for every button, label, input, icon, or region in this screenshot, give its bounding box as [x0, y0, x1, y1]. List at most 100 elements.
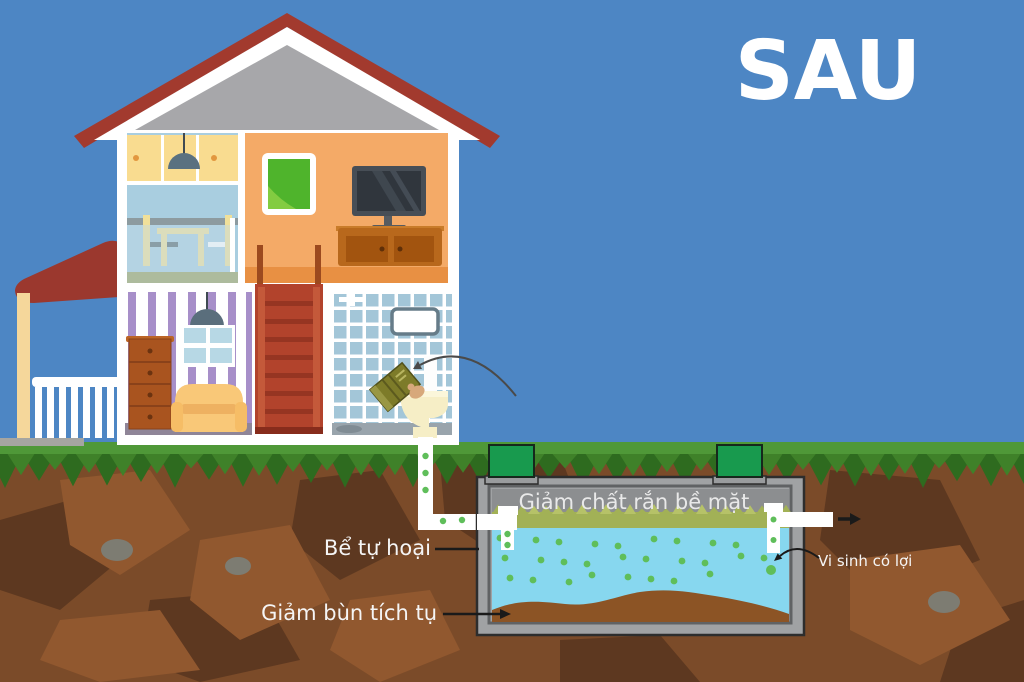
- house: [0, 13, 517, 446]
- decorative-shape: [39, 450, 71, 470]
- microbe-dot: [647, 575, 655, 583]
- cabinet-knob: [133, 155, 139, 161]
- scum-layer: [492, 512, 789, 530]
- tank-inner-border: [487, 484, 793, 625]
- decorative-shape: [379, 450, 411, 476]
- decorative-shape: [612, 507, 624, 514]
- decorative-shape: [549, 450, 581, 469]
- pouring-hand: [407, 383, 425, 399]
- attic-interior: [135, 45, 439, 130]
- decorative-shape: [516, 504, 528, 514]
- decorative-shape: [648, 504, 660, 514]
- microbe-dot: [624, 573, 632, 581]
- decorative-shape: [5, 450, 37, 476]
- microbe-dot: [760, 554, 768, 562]
- bathroom-room: [332, 292, 517, 438]
- treatment-packet: [368, 361, 422, 413]
- decorative-shape: [668, 453, 702, 487]
- rock: [928, 591, 960, 613]
- decorative-shape: [855, 450, 887, 476]
- inlet-pipe-tee: [477, 506, 518, 550]
- porch-step: [0, 438, 84, 446]
- sludge-arrow: [443, 609, 511, 619]
- ladder-door: [255, 284, 323, 434]
- ladder-rail: [257, 245, 263, 292]
- decorative-shape: [583, 450, 615, 475]
- decorative-shape: [141, 450, 173, 474]
- living-room-floor: [245, 267, 448, 283]
- decorative-shape: [624, 504, 636, 514]
- decorative-shape: [588, 507, 600, 514]
- towel-rail: [339, 292, 366, 306]
- rocks: [101, 539, 960, 613]
- microbe-dot: [583, 560, 591, 568]
- wall-picture: [262, 153, 316, 215]
- tank-lid-left: [488, 444, 535, 478]
- kitchen-floor: [127, 272, 238, 283]
- rock: [101, 539, 133, 561]
- porch-pillar: [17, 293, 30, 439]
- decorative-shape: [685, 450, 717, 471]
- microbe-dot: [642, 555, 650, 563]
- microbe-dot: [678, 557, 686, 565]
- decorative-shape: [660, 508, 672, 514]
- microbe-dot: [560, 558, 568, 566]
- toilet: [401, 356, 448, 438]
- tank-lid-right: [716, 444, 763, 478]
- microbe-dot: [614, 542, 622, 550]
- scum-spikes: [492, 504, 792, 514]
- outflow-arrow: [838, 513, 861, 525]
- porch-railing: [32, 377, 121, 438]
- decorative-shape: [243, 450, 275, 476]
- decorative-shape: [73, 450, 105, 473]
- decorative-shape: [552, 505, 564, 514]
- decorative-shape: [600, 504, 612, 514]
- armchair: [171, 384, 247, 432]
- porch: [0, 240, 121, 446]
- decorative-shape: [906, 453, 940, 488]
- decorative-shape: [696, 504, 708, 514]
- microbe-dot: [529, 576, 537, 584]
- microbe-dot: [532, 536, 540, 544]
- decorative-shape: [957, 450, 989, 475]
- chair-rail: [127, 218, 238, 225]
- microbe-dot: [619, 553, 627, 561]
- outlet-pipe-tee: [764, 503, 833, 553]
- kitchen-lamp-cord: [183, 133, 185, 155]
- microbes-arrow: [774, 548, 820, 561]
- decorative-shape: [636, 508, 648, 514]
- microbe-dot: [565, 578, 573, 586]
- tv-cabinet: [336, 226, 444, 266]
- decorative-shape: [540, 505, 552, 514]
- microbe-dot: [537, 556, 545, 564]
- decorative-shape: [107, 450, 139, 476]
- microbe-dot: [650, 535, 658, 543]
- label-septic-tank: Bể tự hoại: [324, 536, 431, 560]
- decorative-shape: [651, 450, 683, 472]
- decorative-shape: [447, 450, 479, 473]
- microbe-dot: [701, 559, 709, 567]
- cabinet-knob: [211, 155, 217, 161]
- bedroom-pendant-lamp: [190, 309, 224, 326]
- kitchen-pendant-lamp: [168, 153, 200, 169]
- highlighted-microbe: [766, 565, 776, 575]
- living-room: [245, 133, 448, 292]
- decorative-shape: [158, 453, 192, 488]
- decorative-shape: [708, 506, 720, 514]
- decorative-shape: [528, 505, 540, 514]
- septic-tank: [475, 444, 861, 637]
- roof: [74, 13, 500, 148]
- kitchen-room: [127, 133, 238, 283]
- label-beneficial-microbes: Vi sinh có lợi: [818, 552, 912, 570]
- glass-partition: [127, 225, 230, 272]
- microbe-dot: [555, 538, 563, 546]
- decorative-shape: [277, 450, 309, 472]
- decorative-shape: [889, 450, 921, 474]
- label-sludge-reduction: Giảm bùn tích tụ: [261, 601, 437, 625]
- microbe-dot: [588, 571, 596, 579]
- bathroom-mirror: [390, 307, 440, 336]
- porch-roof: [15, 240, 119, 303]
- dresser: [126, 336, 174, 430]
- dining-set: [143, 215, 234, 266]
- decorative-shape: [787, 450, 819, 470]
